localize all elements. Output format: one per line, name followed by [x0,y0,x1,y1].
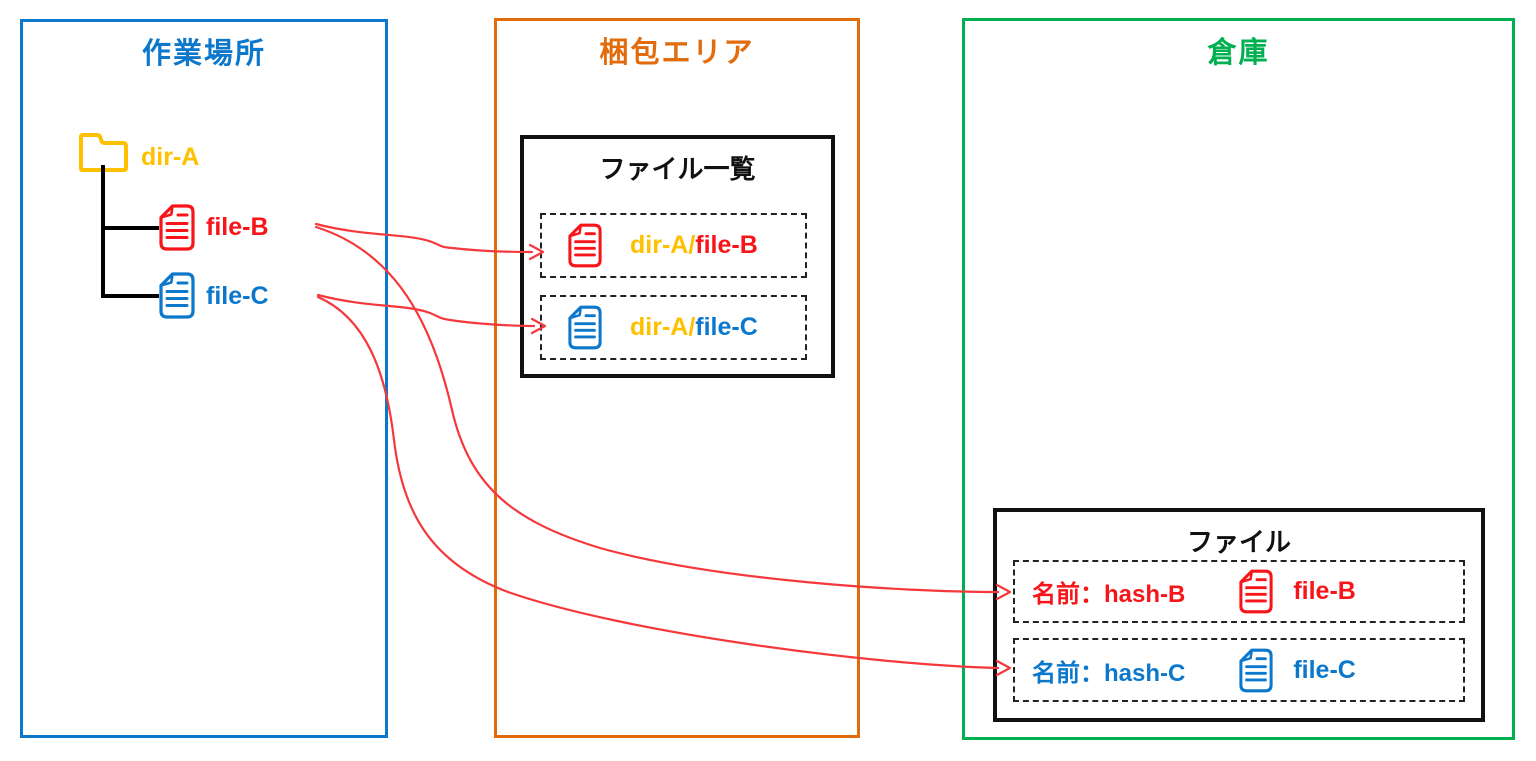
packing-entry-path: dir-A/file-C [630,313,758,342]
warehouse-entry-hash-c: 名前：hash-C file-C [1013,638,1465,702]
packing-title: 梱包エリア [599,37,755,69]
file-c-label: file-C [206,282,269,310]
packing-entry-file-b: dir-A/file-B [540,213,807,278]
file-b-document-icon [159,204,195,251]
path-file: file-B [695,231,758,259]
packing-entry-file-c: dir-A/file-C [540,295,807,360]
warehouse-file-c-document-icon [1239,648,1273,692]
hash-name-label: 名前：hash-B [1032,581,1186,608]
path-prefix: dir-A/ [630,231,696,259]
region-packing: 梱包エリア [494,18,860,738]
packing-entry-path: dir-A/file-B [630,231,758,260]
path-prefix: dir-A/ [630,313,696,341]
file-list-panel-title: ファイル一覧 [599,154,756,184]
warehouse-entry-hash-b: 名前：hash-B file-B [1013,560,1465,623]
packing-file-b-document-icon [568,223,602,268]
region-workspace: 作業場所 [20,19,388,738]
file-b-label: file-B [206,213,269,241]
folder-icon [79,133,128,172]
file-c-document-icon [159,272,195,319]
stored-files-panel-title: ファイル [1186,527,1291,557]
hash-name-label: 名前：hash-C [1032,659,1186,687]
warehouse-file-b-document-icon [1239,569,1273,614]
stored-file-label: file-B [1293,577,1356,605]
path-file: file-C [695,313,758,341]
stored-file-label: file-C [1293,655,1356,684]
workspace-title: 作業場所 [141,38,266,70]
packing-file-c-document-icon [568,305,602,350]
folder-label: dir-A [141,143,200,171]
warehouse-title: 倉庫 [1207,37,1270,69]
